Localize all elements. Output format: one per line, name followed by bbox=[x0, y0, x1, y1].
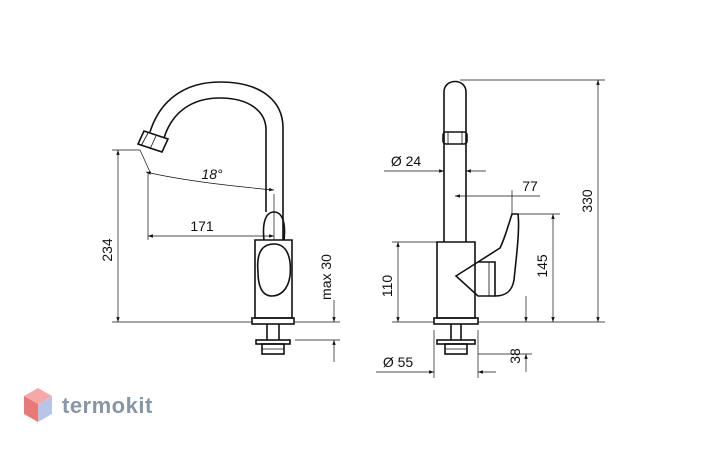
logo-wordmark: termokit bbox=[62, 393, 153, 418]
label-height-145: 145 bbox=[534, 254, 550, 278]
termokit-logo: termokit bbox=[24, 388, 153, 422]
label-height-234: 234 bbox=[99, 238, 115, 262]
label-diameter-24: Ø 24 bbox=[391, 153, 422, 169]
logo-cube-left-icon bbox=[24, 396, 38, 422]
label-diameter-55: Ø 55 bbox=[383, 354, 414, 370]
label-max-30: max 30 bbox=[318, 254, 334, 300]
label-angle-18: 18° bbox=[201, 166, 223, 182]
label-height-110: 110 bbox=[379, 275, 395, 298]
front-view bbox=[376, 79, 605, 378]
label-height-330: 330 bbox=[579, 189, 595, 213]
logo-cube-right-icon bbox=[38, 396, 52, 422]
side-view bbox=[112, 81, 340, 362]
label-reach-171: 171 bbox=[190, 218, 214, 234]
label-shank-38: 38 bbox=[507, 348, 523, 364]
label-reach-77: 77 bbox=[522, 178, 538, 194]
